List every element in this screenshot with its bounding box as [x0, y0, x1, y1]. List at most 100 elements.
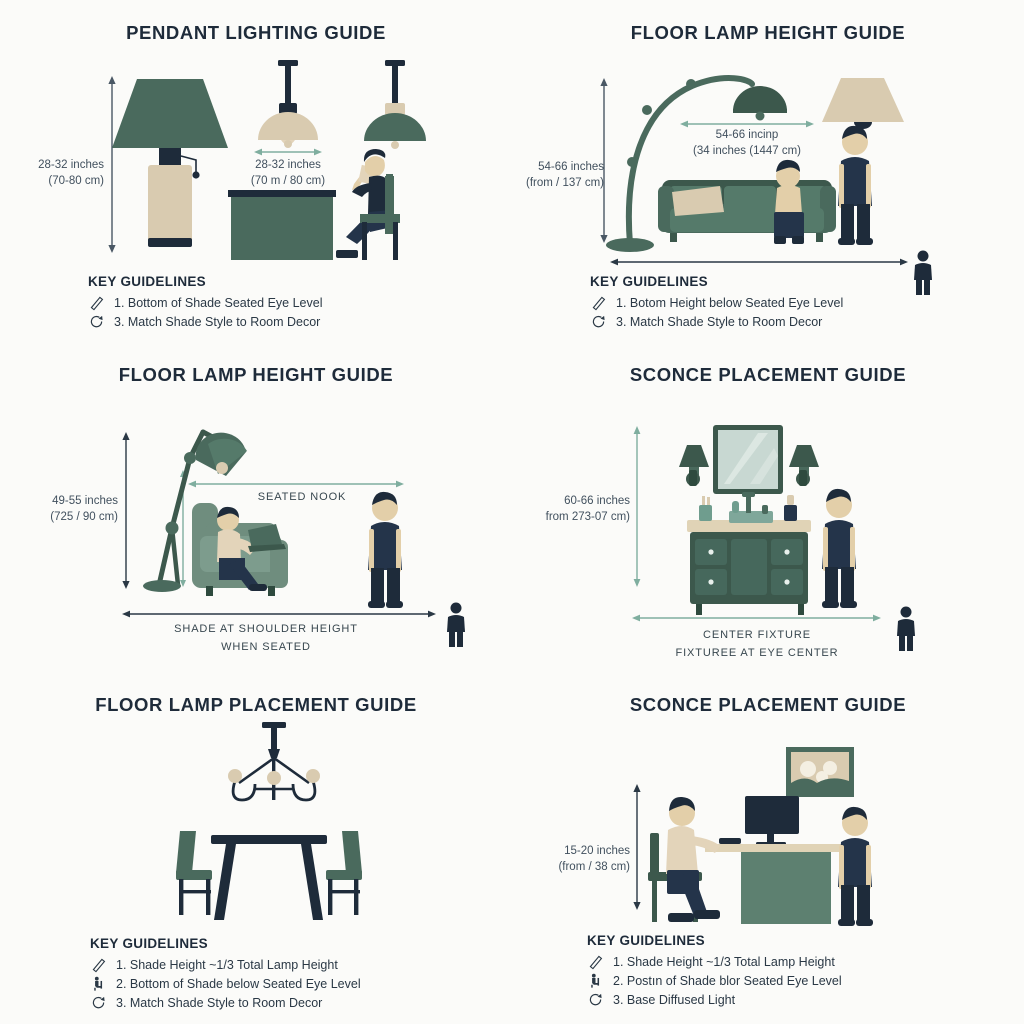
pictogram-person	[447, 602, 465, 647]
dimension-label-left: 49-55 inches (725 / 90 cm)	[50, 495, 118, 523]
vanity-cabinet	[687, 492, 811, 615]
desk-workstation-scene	[633, 747, 873, 926]
dimension-label-left: 15-20 inches (from / 38 cm)	[558, 845, 630, 873]
chair-left	[176, 831, 212, 915]
chair-right	[326, 831, 362, 915]
pendant-lamp-green	[364, 60, 426, 149]
arc-floor-lamp-scene	[600, 75, 932, 295]
key-guidelines-heading: KEY GUIDELINES	[90, 936, 208, 951]
sconce-right	[789, 445, 819, 486]
bottom-caption: SHADE AT SHOULDER HEIGHT WHEN SEATED	[174, 623, 358, 653]
room-span-arrow	[122, 610, 436, 618]
key-guideline-item: 1. Shade Height ~1/3 Total Lamp Height	[90, 956, 361, 973]
person-with-laptop	[217, 506, 286, 591]
key-guidelines: KEY GUIDELINES 1. Shade Height ~1/3 Tota…	[90, 936, 361, 1013]
refresh-icon	[92, 996, 105, 1009]
ruler-icon	[589, 955, 603, 970]
desk	[228, 190, 336, 260]
inline-caption: SEATED NOOK	[257, 491, 347, 503]
sconce-left	[679, 445, 709, 486]
chair	[360, 174, 400, 260]
dining-chandelier-scene	[176, 722, 362, 920]
lamp-shade-beige	[822, 78, 904, 129]
key-guideline-text: 3. Base Diffused Light	[613, 992, 736, 1007]
standing-person	[368, 491, 403, 608]
sofa	[658, 180, 836, 242]
key-guideline-text: 2. Bottom of Shade below Seated Eye Leve…	[116, 976, 361, 991]
panel-title: PENDANT LIGHTING GUIDE	[126, 22, 386, 43]
dimension-label-left: 28-32 inches (70-80 cm)	[38, 159, 104, 187]
key-guideline-text: 1. Bottom of Shade Seated Eye Level	[114, 295, 323, 310]
key-guideline-item: 3. Match Shade Style to Room Decor	[590, 313, 843, 330]
key-guideline-item: 3. Base Diffused Light	[587, 991, 842, 1008]
standing-person	[822, 488, 857, 608]
panel-pendant-lighting-guide: PENDANT LIGHTING GUIDE	[0, 0, 512, 348]
chandelier	[228, 722, 320, 802]
ruler-icon	[92, 958, 106, 973]
refresh-icon	[589, 993, 602, 1006]
task-floor-lamp-scene	[122, 429, 465, 647]
key-guideline-item: 1. Botom Height below Seated Eye Level	[590, 294, 843, 311]
refresh-icon	[90, 315, 103, 328]
key-guideline-item: 2. Postın of Shade blor Seated Eye Level	[587, 972, 842, 989]
mirror	[713, 425, 783, 494]
key-guideline-text: 1. Botom Height below Seated Eye Level	[616, 295, 844, 310]
key-guideline-item: 3. Match Shade Style to Room Decor	[90, 994, 361, 1011]
center-fixture-arrow	[632, 614, 881, 622]
desk	[705, 844, 848, 924]
standing-person	[838, 125, 873, 245]
key-guideline-text: 3. Match Shade Style to Room Decor	[616, 314, 823, 329]
panel-floor-lamp-height-guide-top: FLOOR LAMP HEIGHT GUIDE	[512, 0, 1024, 348]
arc-floor-lamp	[606, 75, 787, 252]
dimension-label-left: 60-66 inches from 273-07 cm)	[545, 495, 630, 523]
tripod-floor-lamp	[143, 429, 247, 592]
bottom-caption: CENTER FIXTURE FIXTUREE AT EYE CENTER	[675, 629, 839, 659]
panel-floor-lamp-height-guide-mid: FLOOR LAMP HEIGHT GUIDE	[0, 348, 512, 678]
monitor	[745, 796, 799, 846]
key-guideline-text: 2. Postın of Shade blor Seated Eye Level	[613, 973, 842, 988]
pendant-lamp-beige	[258, 60, 318, 148]
key-guidelines: KEY GUIDELINES 1. Bottom of Shade Seated…	[88, 274, 322, 332]
panel-title: SCONCE PLACEMENT GUIDE	[629, 364, 907, 385]
pendant-width-arrow	[254, 148, 322, 156]
lamp-reach-arrow	[680, 120, 814, 128]
pendant-scene	[108, 60, 426, 260]
panel-title: FLOOR LAMP HEIGHT GUIDE	[118, 364, 394, 385]
key-guidelines: KEY GUIDELINES 1. Shade Height ~1/3 Tota…	[587, 933, 842, 1010]
panel-title: FLOOR LAMP HEIGHT GUIDE	[630, 22, 906, 43]
dimension-label-left: 54-66 inches (from / 137 cm)	[526, 161, 604, 189]
pictogram-person	[914, 250, 932, 295]
key-guideline-item: 1. Shade Height ~1/3 Total Lamp Height	[587, 953, 842, 970]
seated-person	[666, 796, 720, 922]
pictogram-person	[897, 606, 915, 651]
refresh-icon	[592, 315, 605, 328]
dining-table	[211, 835, 327, 920]
key-guidelines-heading: KEY GUIDELINES	[587, 933, 705, 948]
dimension-label-inline: 28-32 inches (70 m / 80 cm)	[250, 159, 326, 187]
floor-span-arrow	[610, 258, 908, 266]
standing-person	[838, 806, 873, 926]
key-guidelines-heading: KEY GUIDELINES	[88, 274, 206, 289]
panel-floor-lamp-placement-guide: FLOOR LAMP PLACEMENT GUIDE	[0, 678, 512, 1024]
key-guidelines-heading: KEY GUIDELINES	[590, 274, 708, 289]
ruler-icon	[90, 296, 104, 311]
panel-title: SCONCE PLACEMENT GUIDE	[629, 694, 907, 715]
vanity-sconce-scene	[632, 425, 915, 651]
seated-nook-arrow	[188, 480, 404, 488]
table-lamp	[112, 79, 228, 247]
person-seated-on-sofa	[774, 159, 804, 244]
panel-sconce-placement-guide-mid: SCONCE PLACEMENT GUIDE	[512, 348, 1024, 678]
dimension-label-inline: 54-66 incinp (34 inches (1447 cm)	[692, 129, 802, 157]
ruler-icon	[592, 296, 606, 311]
framed-artwork	[786, 747, 854, 797]
seated-person-icon	[591, 973, 600, 988]
panel-sconce-placement-guide-bottom: SCONCE PLACEMENT GUIDE	[512, 678, 1024, 1024]
key-guideline-text: 3. Match Shade Style to Room Decor	[116, 995, 323, 1010]
keyboard	[719, 838, 741, 844]
seated-person-icon	[94, 976, 103, 991]
key-guideline-text: 3. Match Shade Style to Room Decor	[114, 314, 321, 329]
panel-title: FLOOR LAMP PLACEMENT GUIDE	[95, 694, 417, 715]
key-guideline-item: 1. Bottom of Shade Seated Eye Level	[88, 294, 322, 311]
key-guideline-item: 3. Match Shade Style to Room Decor	[88, 313, 322, 330]
